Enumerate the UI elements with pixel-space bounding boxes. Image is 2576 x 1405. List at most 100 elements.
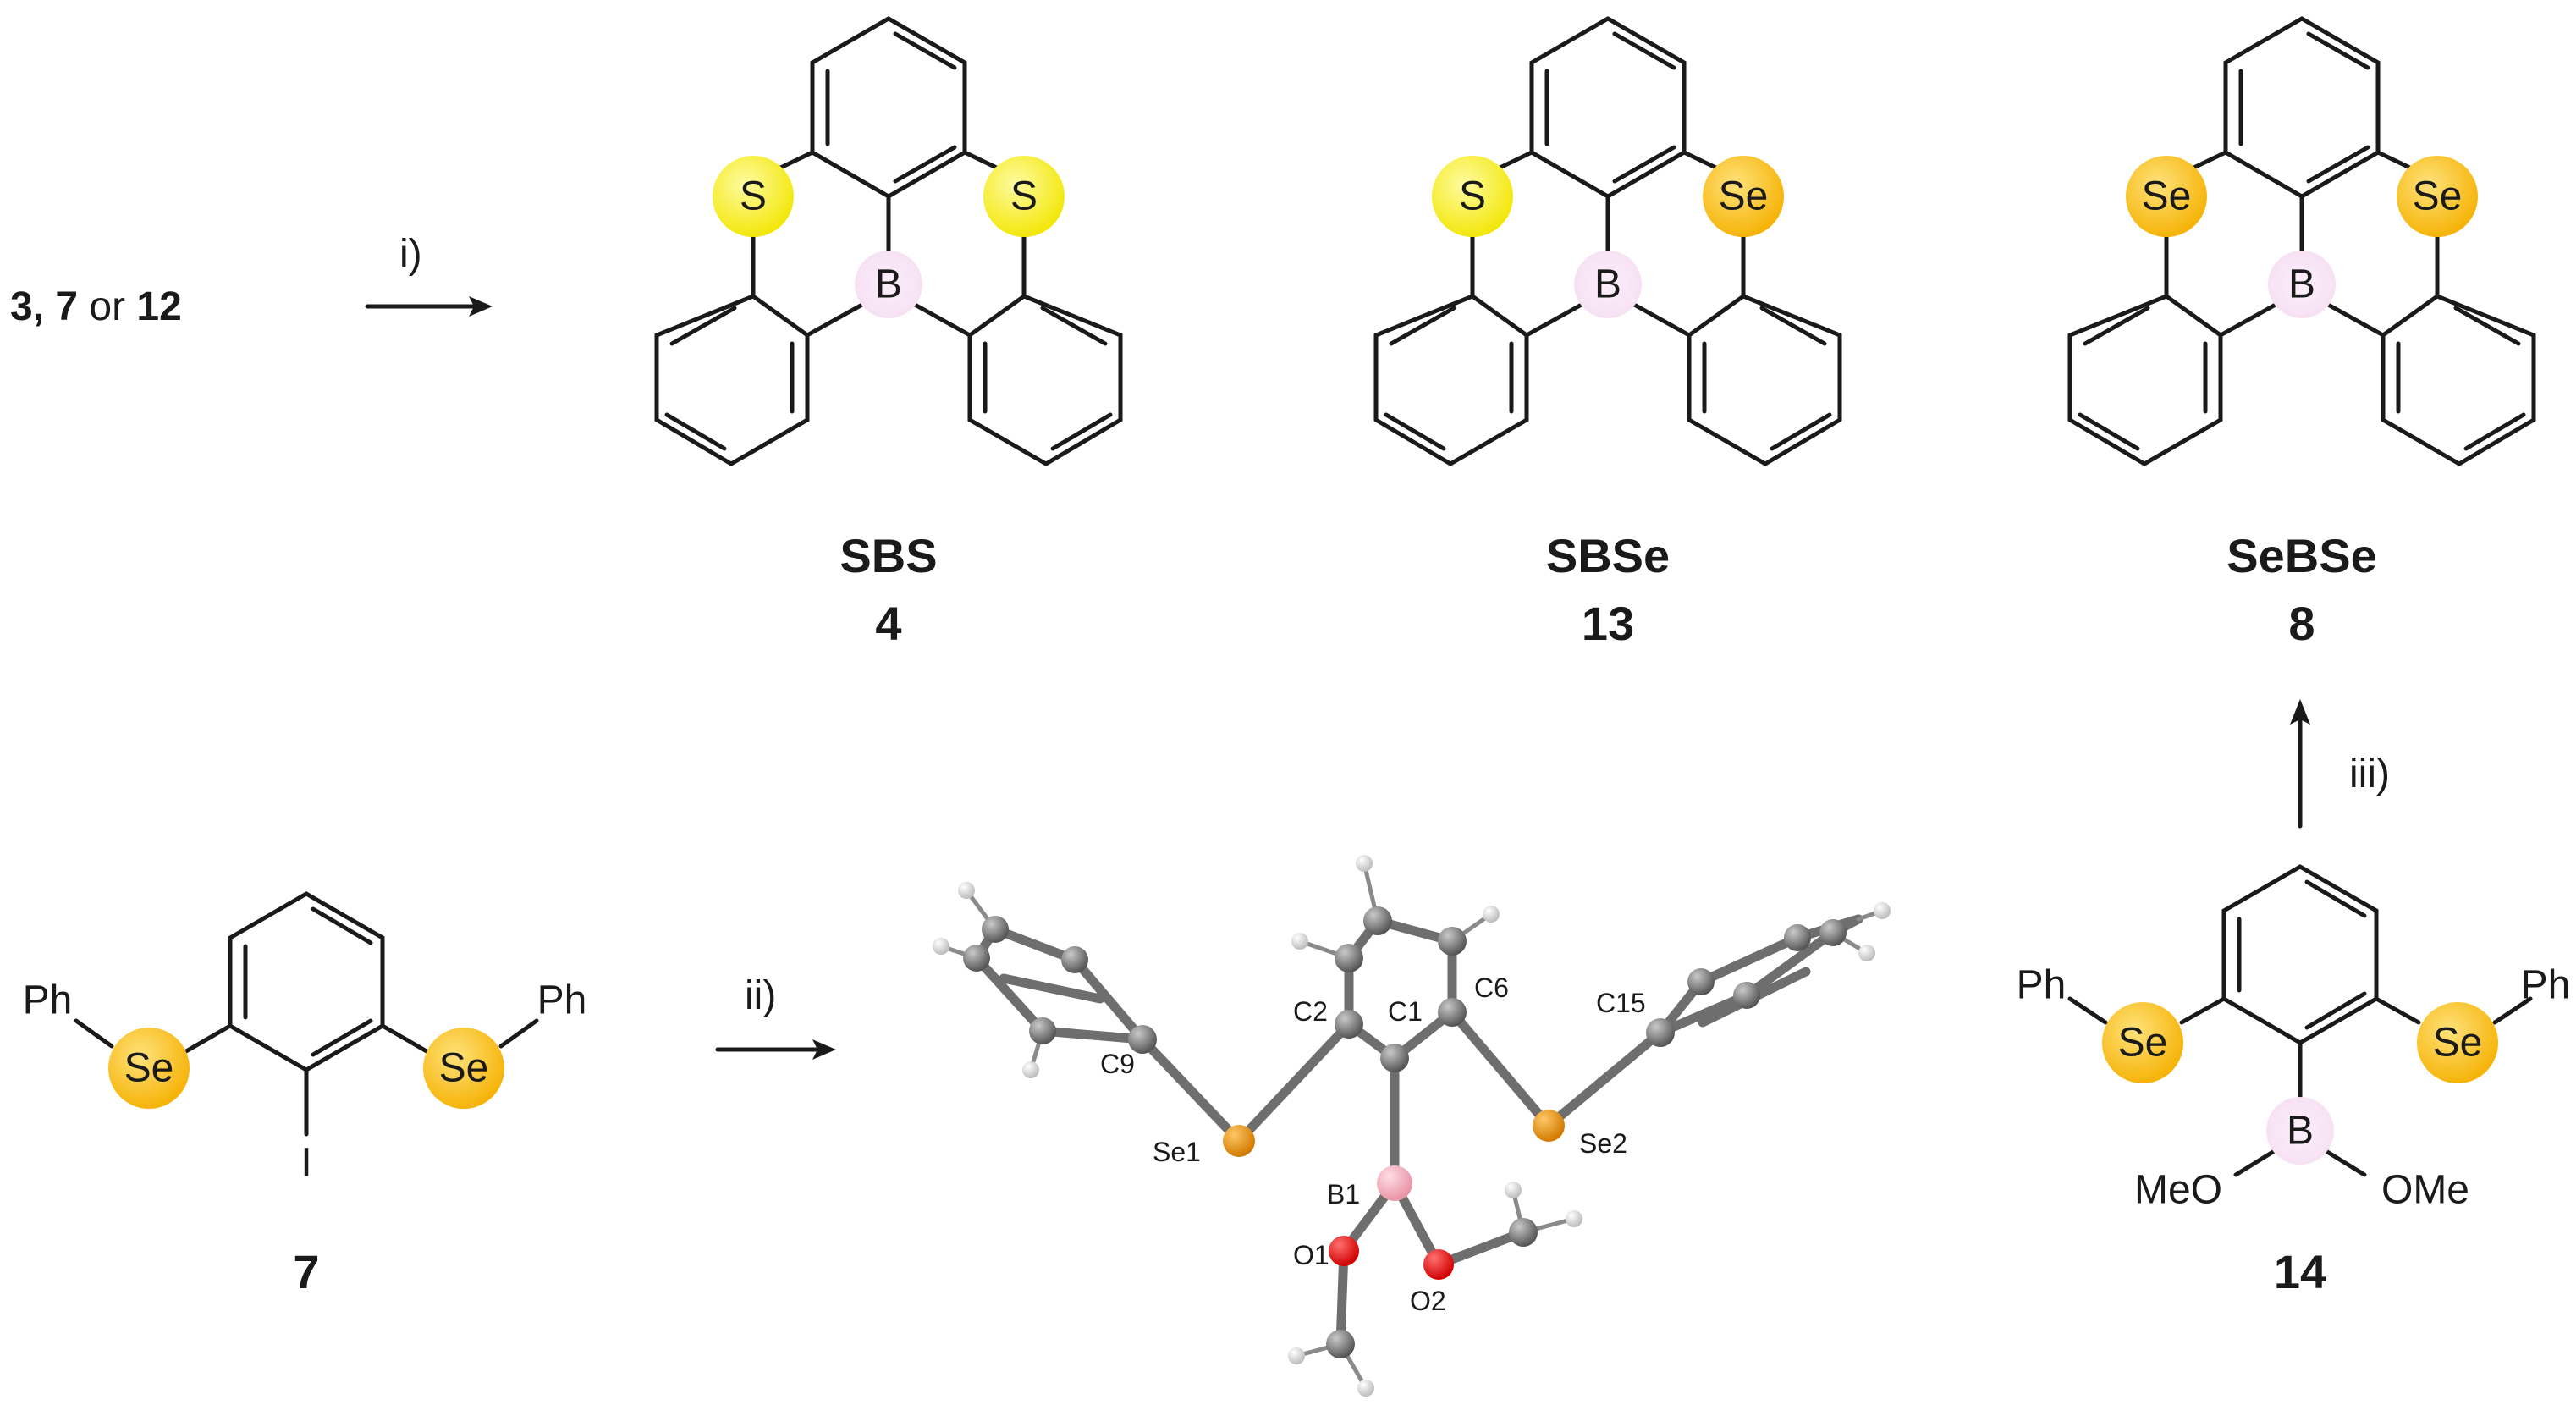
atom-ball-c13 (1061, 946, 1088, 973)
compound-sbs-name: SBS (839, 529, 937, 582)
atom-ball-c7 (1326, 1330, 1355, 1358)
molecule-7: Se Se Ph Ph I (23, 891, 587, 1186)
molecule-sebse: Se Se B (2067, 16, 2536, 466)
compound-sbse-number: 13 (1582, 597, 1634, 650)
label-o1: O1 (1293, 1240, 1329, 1270)
atom-se-left: Se (124, 1046, 174, 1091)
atom-b: B (2288, 262, 2315, 307)
atom-ball-c15 (1646, 1018, 1675, 1047)
label-c2: C2 (1293, 996, 1328, 1027)
label-se1: Se1 (1153, 1137, 1201, 1167)
atom-ball-h (933, 938, 949, 955)
boron-atom (1574, 251, 1642, 318)
atom-i: I (300, 1141, 311, 1186)
atom-se: Se (1719, 174, 1769, 219)
atom-ball-c18 (1784, 924, 1811, 951)
atom-b: B (1594, 262, 1621, 307)
selenium-atom-left (2126, 156, 2207, 237)
selenium-atom-left (2102, 1002, 2183, 1083)
atom-ball-c2 (1335, 1010, 1363, 1039)
molecule-14: Se Se B Ph Ph MeO OMe (2017, 864, 2571, 1213)
atom-se-left: Se (2142, 174, 2192, 219)
boron-atom (2268, 251, 2336, 318)
selenium-atom-right (423, 1028, 504, 1109)
atom-ball-c6 (1438, 998, 1467, 1027)
compound-sebse-name: SeBSe (2226, 529, 2376, 582)
atom-ball-h (1357, 1380, 1374, 1397)
atom-ball-h (1288, 1347, 1305, 1364)
atom-ball-c9 (1128, 1025, 1157, 1054)
atom-s: S (1459, 174, 1486, 219)
atom-ball-h (1291, 933, 1308, 950)
sulfur-atom-right (983, 156, 1065, 237)
selenium-atom-right (2397, 156, 2478, 237)
atom-ball-h (1483, 906, 1500, 923)
atom-ball-h (1566, 1210, 1582, 1227)
atom-ball-h (1505, 1182, 1522, 1198)
compound-sebse-number: 8 (2288, 597, 2315, 650)
atom-ball-c8 (1509, 1218, 1538, 1247)
atom-ball-h (1356, 855, 1373, 872)
atom-ball-c19 (1687, 968, 1715, 995)
atom-ball-se1 (1223, 1125, 1255, 1157)
boron-atom (2266, 1097, 2334, 1165)
atom-ball-h (958, 882, 975, 899)
arrowhead-step-iii (2290, 699, 2310, 725)
atom-ph-left: Ph (23, 978, 73, 1023)
boron-atom (855, 251, 922, 318)
atom-b: B (875, 262, 902, 307)
atom-ome: OMe (2381, 1168, 2469, 1213)
arrowhead-step-ii (812, 1039, 836, 1060)
step-iii-label: iii) (2349, 752, 2390, 796)
atom-se-right: Se (2413, 174, 2463, 219)
atom-se-left: Se (2118, 1021, 2168, 1066)
atom-ball-h (1022, 1061, 1039, 1078)
atom-ball-c12 (982, 916, 1009, 943)
compound-7-number: 7 (293, 1245, 319, 1298)
atom-ph-right: Ph (537, 978, 587, 1023)
atom-ball-c11 (963, 945, 990, 972)
atom-ball-c1 (1380, 1044, 1409, 1072)
atom-ball-o1 (1329, 1236, 1359, 1266)
atom-ph-left: Ph (2017, 963, 2067, 1008)
label-se2: Se2 (1579, 1128, 1627, 1159)
arrowhead-step-i (469, 296, 493, 317)
atom-ball-c5 (1438, 927, 1467, 956)
atom-ball-b1 (1377, 1165, 1412, 1201)
compound-sbs-number: 4 (875, 597, 901, 650)
crystal-structure: C2 C1 C6 C15 C9 Se1 Se2 B1 O1 O2 (933, 855, 1891, 1397)
sulfur-atom (1432, 156, 1513, 237)
atom-s-right: S (1010, 174, 1038, 219)
molecule-sbse: S Se B (1373, 16, 1842, 466)
selenium-atom (1703, 156, 1784, 237)
atom-ball-se2 (1533, 1110, 1565, 1142)
molecule-sbs: S S B (654, 16, 1123, 466)
compound-14-number: 14 (2274, 1245, 2326, 1298)
atom-ball-c17 (1819, 919, 1847, 946)
atom-ball-h (1858, 945, 1875, 961)
atom-se-right: Se (439, 1046, 489, 1091)
label-c15: C15 (1596, 988, 1646, 1018)
atom-s-left: S (740, 174, 767, 219)
atom-ball-h (1874, 902, 1891, 919)
atom-se-right: Se (2433, 1021, 2483, 1066)
atom-ph-right: Ph (2521, 963, 2571, 1008)
selenium-atom-left (108, 1028, 190, 1109)
label-c6: C6 (1474, 972, 1509, 1003)
step-i-label: i) (399, 232, 422, 277)
atom-b: B (2287, 1109, 2314, 1154)
atom-ball-c4 (1363, 906, 1392, 935)
atom-ball-c16 (1733, 982, 1760, 1009)
label-b1: B1 (1327, 1179, 1360, 1209)
step-ii-label: ii) (745, 973, 776, 1018)
label-c1: C1 (1388, 996, 1423, 1027)
label-o2: O2 (1410, 1286, 1446, 1316)
starting-materials-label: 3, 7 or 12 (10, 284, 182, 329)
sulfur-atom-left (713, 156, 794, 237)
atom-ball-c10 (1029, 1017, 1056, 1044)
label-c9: C9 (1100, 1049, 1135, 1079)
compound-sbse-name: SBSe (1546, 529, 1670, 582)
atom-ball-o2 (1423, 1249, 1454, 1280)
atom-ball-c3 (1335, 944, 1363, 972)
